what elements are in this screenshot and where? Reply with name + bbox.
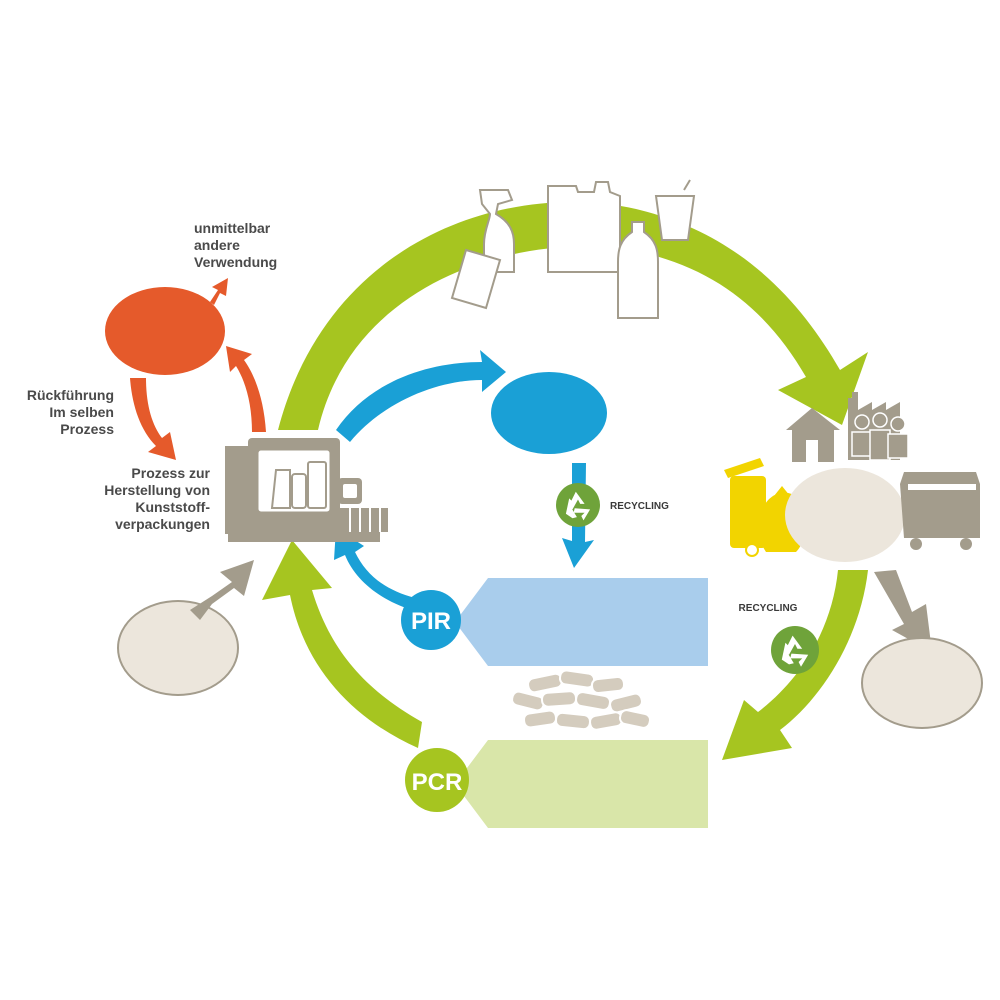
recycling-label-inner: RECYCLING xyxy=(610,501,669,512)
gray-arrow-output xyxy=(874,570,932,652)
label-line: Rückführung xyxy=(26,387,114,403)
green-arrow-top xyxy=(278,201,868,430)
label-line: Verwendung xyxy=(194,254,278,270)
label-line: andere xyxy=(194,237,240,253)
injection-molding-machine-icon xyxy=(225,438,388,542)
recycling-label-outer: RECYCLING xyxy=(739,603,798,614)
plastic-pellets-icon xyxy=(511,669,652,731)
recycle-icon-inner xyxy=(556,483,600,527)
orange-arrow-up-right xyxy=(210,278,228,305)
blue-arrow-top xyxy=(336,350,506,442)
blue-arrow-left xyxy=(334,528,415,610)
green-arrow-right xyxy=(722,570,868,760)
pir-badge xyxy=(401,590,461,650)
label-line: verpackungen xyxy=(115,516,210,532)
label-line: Prozess xyxy=(60,421,114,437)
orange-arrow-up xyxy=(226,346,266,432)
pcr-badge xyxy=(405,748,469,812)
waste-container-icon xyxy=(900,472,980,550)
pir-tag xyxy=(455,578,708,666)
label-line: Herstellung von xyxy=(104,482,210,498)
immediate-use-ellipse xyxy=(105,287,225,375)
label-production-process: Prozess zur Herstellung von Kunststoff- … xyxy=(60,465,210,533)
output-ellipse xyxy=(861,637,983,729)
gray-arrow-input xyxy=(190,560,254,620)
pir-badge-text: PIR xyxy=(411,608,451,635)
label-line: Kunststoff- xyxy=(135,499,210,515)
yellow-bin-icon xyxy=(724,458,806,557)
pir-source-ellipse xyxy=(491,372,607,454)
input-ellipse xyxy=(117,600,239,696)
plastic-packaging-icon xyxy=(450,179,696,319)
people-icon xyxy=(851,412,909,461)
house-icon xyxy=(786,408,840,462)
label-immediate-use: unmittelbar andere Verwendung xyxy=(194,220,304,271)
orange-arrow-down xyxy=(130,378,176,460)
label-line: unmittelbar xyxy=(194,220,271,236)
label-return-same-process: Rückführung Im selben Prozess xyxy=(0,387,114,438)
pcr-tag xyxy=(455,740,708,828)
recycle-icon-outer xyxy=(771,626,819,674)
green-arrow-left xyxy=(262,540,422,748)
label-line: Prozess zur xyxy=(131,465,210,481)
waste-collection-ellipse xyxy=(785,468,905,562)
label-line: Im selben xyxy=(49,404,114,420)
pcr-badge-text: PCR xyxy=(412,769,463,796)
